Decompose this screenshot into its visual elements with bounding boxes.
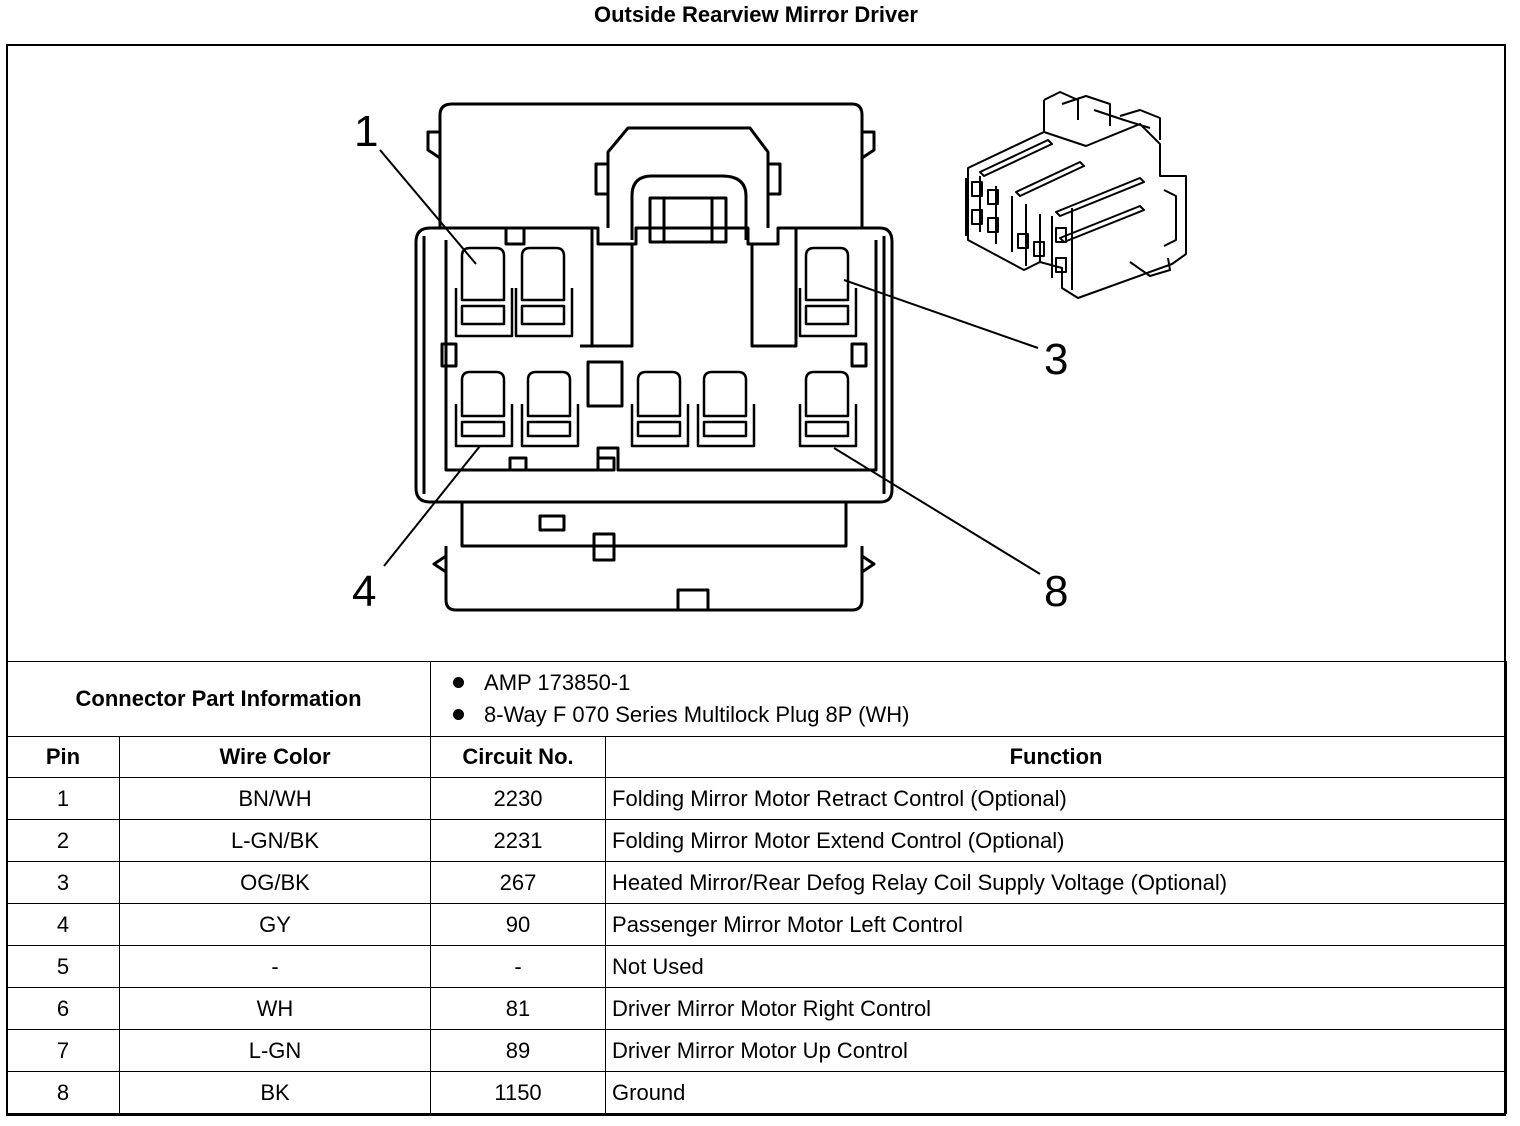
pin-cell: 5 bbox=[6, 945, 120, 988]
wire-color-cell: BK bbox=[118, 1071, 432, 1114]
header-wire-color: Wire Color bbox=[118, 736, 432, 778]
connector-info-row: Connector Part Information AMP 173850-1 … bbox=[5, 661, 1508, 737]
circuit-cell: 81 bbox=[430, 987, 607, 1030]
circuit-cell: 90 bbox=[430, 903, 607, 946]
pin-cell: 7 bbox=[6, 1029, 120, 1072]
bullet-icon bbox=[453, 676, 465, 688]
pin-cell: 8 bbox=[6, 1071, 120, 1114]
function-cell: Driver Mirror Motor Up Control bbox=[605, 1029, 1508, 1072]
page-title: Outside Rearview Mirror Driver bbox=[593, 2, 918, 27]
circuit-cell: 267 bbox=[430, 861, 607, 904]
function-cell: Folding Mirror Motor Extend Control (Opt… bbox=[605, 819, 1508, 862]
function-cell: Folding Mirror Motor Retract Control (Op… bbox=[605, 777, 1508, 820]
circuit-cell: 2230 bbox=[430, 777, 607, 820]
connector-isometric-view bbox=[965, 91, 1187, 299]
connector-info-text: AMP 173850-1 bbox=[484, 670, 631, 695]
function-cell: Passenger Mirror Motor Left Control bbox=[605, 903, 1508, 946]
wire-color-cell: L-GN/BK bbox=[118, 819, 432, 862]
table-row: 1 BN/WH 2230 Folding Mirror Motor Retrac… bbox=[6, 777, 1508, 820]
bullet-icon bbox=[453, 708, 465, 720]
callout-8: 8 bbox=[1044, 567, 1068, 616]
function-cell: Ground bbox=[605, 1071, 1508, 1114]
wire-color-cell: BN/WH bbox=[118, 777, 432, 820]
connector-face-view bbox=[414, 102, 894, 612]
pinout-table: Connector Part Information AMP 173850-1 … bbox=[5, 661, 1508, 1114]
pin-cell: 3 bbox=[6, 861, 120, 904]
pin-cell: 1 bbox=[6, 777, 120, 820]
connector-info-label: Connector Part Information bbox=[5, 661, 432, 737]
table-row: 4 GY 90 Passenger Mirror Motor Left Cont… bbox=[6, 903, 1508, 946]
header-circuit-no: Circuit No. bbox=[430, 736, 607, 778]
callout-1: 1 bbox=[354, 107, 378, 156]
connector-info-item: AMP 173850-1 bbox=[453, 667, 1506, 699]
function-cell: Driver Mirror Motor Right Control bbox=[605, 987, 1508, 1030]
diagram-frame bbox=[6, 44, 1506, 1116]
function-cell: Not Used bbox=[605, 945, 1508, 988]
header-function: Function bbox=[605, 736, 1508, 778]
terminal-cavities bbox=[454, 246, 858, 448]
wire-color-cell: GY bbox=[118, 903, 432, 946]
pin-cell: 6 bbox=[6, 987, 120, 1030]
pin-cell: 4 bbox=[6, 903, 120, 946]
circuit-cell: 89 bbox=[430, 1029, 607, 1072]
callout-labels: 1 3 4 8 bbox=[352, 107, 1068, 616]
connector-info-text: 8-Way F 070 Series Multilock Plug 8P (WH… bbox=[484, 702, 910, 727]
header-pin: Pin bbox=[6, 736, 120, 778]
callout-leaders bbox=[379, 149, 1041, 575]
pin-cell: 2 bbox=[6, 819, 120, 862]
wire-color-cell: - bbox=[118, 945, 432, 988]
connector-info-list: AMP 173850-1 8-Way F 070 Series Multiloc… bbox=[430, 661, 1508, 737]
wire-color-cell: WH bbox=[118, 987, 432, 1030]
table-row: 2 L-GN/BK 2231 Folding Mirror Motor Exte… bbox=[6, 819, 1508, 862]
callout-3: 3 bbox=[1044, 335, 1068, 384]
circuit-cell: - bbox=[430, 945, 607, 988]
callout-4: 4 bbox=[352, 567, 376, 616]
table-row: 8 BK 1150 Ground bbox=[6, 1071, 1508, 1114]
connector-info-item: 8-Way F 070 Series Multilock Plug 8P (WH… bbox=[453, 699, 1506, 731]
table-row: 3 OG/BK 267 Heated Mirror/Rear Defog Rel… bbox=[6, 861, 1508, 904]
wire-color-cell: L-GN bbox=[118, 1029, 432, 1072]
table-row: 5 - - Not Used bbox=[6, 945, 1508, 988]
circuit-cell: 2231 bbox=[430, 819, 607, 862]
wire-color-cell: OG/BK bbox=[118, 861, 432, 904]
function-cell: Heated Mirror/Rear Defog Relay Coil Supp… bbox=[605, 861, 1508, 904]
circuit-cell: 1150 bbox=[430, 1071, 607, 1114]
table-row: 7 L-GN 89 Driver Mirror Motor Up Control bbox=[6, 1029, 1508, 1072]
table-row: 6 WH 81 Driver Mirror Motor Right Contro… bbox=[6, 987, 1508, 1030]
connector-diagram: 1 3 4 8 bbox=[352, 91, 1187, 616]
table-header-row: Pin Wire Color Circuit No. Function bbox=[6, 736, 1508, 778]
